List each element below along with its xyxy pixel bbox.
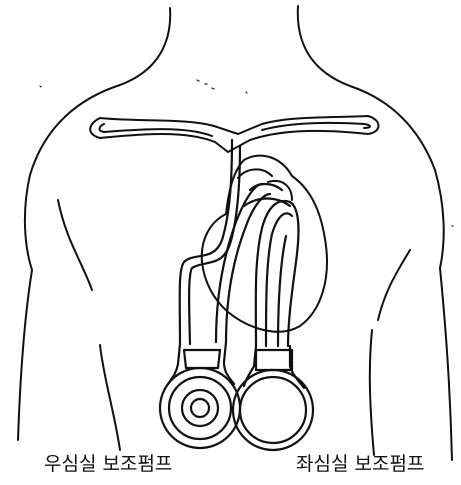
right-pump-body: [160, 368, 240, 448]
chest-left-line: [100, 345, 120, 450]
right-return-line-b: [226, 194, 270, 342]
left-cannula-c: [278, 236, 286, 346]
left-edge-line: [18, 270, 32, 440]
left-pump-rim: [240, 377, 306, 443]
neck-left-line: [25, 8, 170, 270]
left-vad-pump: [233, 346, 313, 450]
left-pump-label: 좌심실 보조펌프: [296, 450, 424, 478]
chest-right-line: [370, 330, 374, 455]
right-pump-rim: [169, 377, 231, 439]
neck-right-line: [298, 6, 444, 268]
right-pump-label: 우심실 보조펌프: [44, 450, 172, 478]
right-cannula-outer: [180, 140, 232, 344]
cannulae: [180, 140, 299, 346]
left-pump-connector: [256, 350, 292, 370]
torso-outline: [18, 6, 452, 460]
clavicles: [90, 116, 378, 152]
clavicle-outer: [90, 116, 378, 152]
right-arm-line: [378, 250, 410, 320]
right-pump-ring: [182, 390, 218, 426]
right-pump-center: [191, 399, 209, 417]
right-pump-connector: [184, 350, 220, 368]
right-edge-line: [440, 268, 452, 460]
left-arm-line: [58, 200, 92, 290]
right-vad-pump: [160, 342, 240, 448]
left-pump-body: [233, 370, 313, 450]
